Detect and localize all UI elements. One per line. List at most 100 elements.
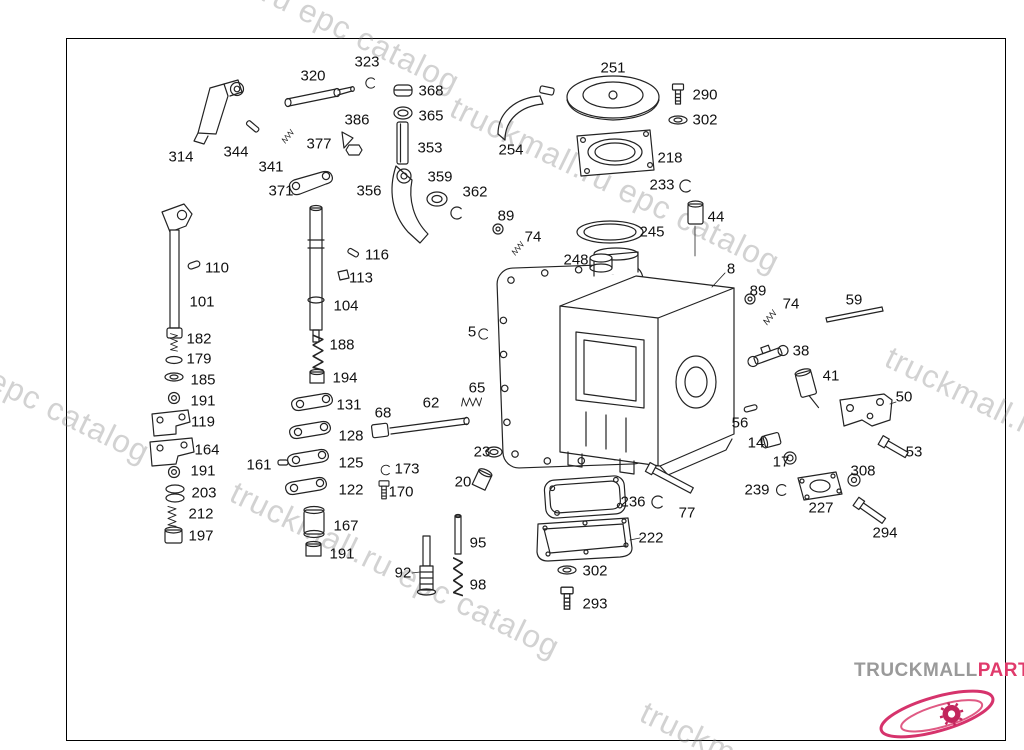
washer-302-top <box>668 115 688 125</box>
part-label-233: 233 <box>649 176 675 194</box>
bracket-164 <box>149 437 195 467</box>
part-label-194: 194 <box>332 369 358 387</box>
part-label-167: 167 <box>333 517 359 535</box>
part-label-89: 89 <box>749 282 767 300</box>
logo-text-primary: TRUCKMALL <box>854 660 978 681</box>
cap-14 <box>760 431 782 449</box>
pin-116 <box>347 247 360 258</box>
part-label-104: 104 <box>333 297 359 315</box>
lever-371 <box>288 170 333 196</box>
part-label-44: 44 <box>707 208 725 226</box>
part-label-222: 222 <box>638 529 664 547</box>
bracket-50 <box>839 393 897 427</box>
cam-128 <box>289 420 331 440</box>
part-label-248: 248 <box>563 251 589 269</box>
part-label-14: 14 <box>747 434 765 452</box>
part-label-365: 365 <box>418 107 444 125</box>
stud-92 <box>411 535 437 596</box>
lever-356 <box>391 165 429 244</box>
shaft-353 <box>396 121 409 165</box>
part-label-314: 314 <box>168 148 194 166</box>
part-label-41: 41 <box>822 367 840 385</box>
part-label-203: 203 <box>191 484 217 502</box>
part-label-125: 125 <box>338 454 364 472</box>
part-label-110: 110 <box>205 259 229 277</box>
gasket-245 <box>576 220 644 244</box>
part-label-185: 185 <box>190 371 216 389</box>
valve-44 <box>687 200 704 257</box>
cone-377 <box>341 131 354 149</box>
rod-104 <box>307 204 325 343</box>
part-label-341: 341 <box>258 158 284 176</box>
cylinder-41 <box>794 368 820 409</box>
screw-89-right <box>744 293 756 305</box>
pin-161 <box>277 459 289 466</box>
part-label-95: 95 <box>469 534 487 552</box>
ring-191a <box>167 391 181 405</box>
nut-386 <box>345 144 363 156</box>
shaft-320 <box>284 85 355 108</box>
part-label-293: 293 <box>582 595 608 613</box>
part-label-377: 377 <box>306 135 332 153</box>
sleeve-191c <box>305 540 322 557</box>
part-label-50: 50 <box>895 388 913 406</box>
part-label-170: 170 <box>388 483 414 501</box>
part-label-92: 92 <box>394 564 412 582</box>
part-label-101: 101 <box>189 293 215 311</box>
part-label-236: 236 <box>620 493 646 511</box>
dome-cover-251 <box>566 75 660 121</box>
part-label-182: 182 <box>186 330 212 348</box>
washer-179 <box>165 355 183 365</box>
part-label-197: 197 <box>188 527 214 545</box>
part-label-308: 308 <box>850 462 876 480</box>
cover-plate-218 <box>576 129 655 177</box>
part-label-344: 344 <box>223 143 249 161</box>
shift-fork-314 <box>193 79 245 145</box>
cam-131 <box>291 392 333 412</box>
cam-125 <box>287 448 329 468</box>
plug-23 <box>485 446 503 458</box>
clamp-254 <box>497 85 555 141</box>
part-label-323: 323 <box>354 53 380 71</box>
pin-110 <box>187 260 201 270</box>
part-label-173: 173 <box>394 460 420 478</box>
clip-113 <box>337 269 350 281</box>
part-label-53: 53 <box>905 443 923 461</box>
sleeve-248 <box>589 253 613 273</box>
part-label-128: 128 <box>338 427 364 445</box>
part-label-179: 179 <box>186 350 212 368</box>
plate-227 <box>797 471 843 501</box>
part-label-68: 68 <box>374 404 392 422</box>
part-label-56: 56 <box>731 414 749 432</box>
part-label-116: 116 <box>365 246 389 264</box>
part-label-191: 191 <box>190 462 216 480</box>
ring-191b <box>167 465 181 479</box>
logo-text-accent: PARTS <box>977 660 1024 681</box>
bolt-53 <box>877 435 909 459</box>
part-label-320: 320 <box>300 67 326 85</box>
part-label-17: 17 <box>772 453 790 471</box>
pan-gasket <box>543 475 627 519</box>
part-label-161: 161 <box>246 456 272 474</box>
block-68 <box>370 422 390 439</box>
part-label-59: 59 <box>845 291 863 309</box>
part-label-38: 38 <box>792 342 810 360</box>
part-label-218: 218 <box>657 149 683 167</box>
housing-body <box>559 247 735 476</box>
logo: TRUCKMALLPARTS <box>854 660 1024 748</box>
shaft-62 <box>370 416 470 439</box>
part-label-98: 98 <box>469 576 487 594</box>
bolt-294 <box>852 496 887 524</box>
cam-122 <box>285 476 327 496</box>
part-label-212: 212 <box>188 505 214 523</box>
part-label-302: 302 <box>582 562 608 580</box>
part-label-254: 254 <box>498 141 524 159</box>
stud-95 <box>454 513 462 555</box>
part-label-245: 245 <box>639 223 665 241</box>
part-label-89: 89 <box>497 207 515 225</box>
part-label-164: 164 <box>194 441 220 459</box>
logo-swoosh-icon <box>879 689 995 739</box>
part-label-74: 74 <box>524 228 542 246</box>
part-label-362: 362 <box>462 183 488 201</box>
